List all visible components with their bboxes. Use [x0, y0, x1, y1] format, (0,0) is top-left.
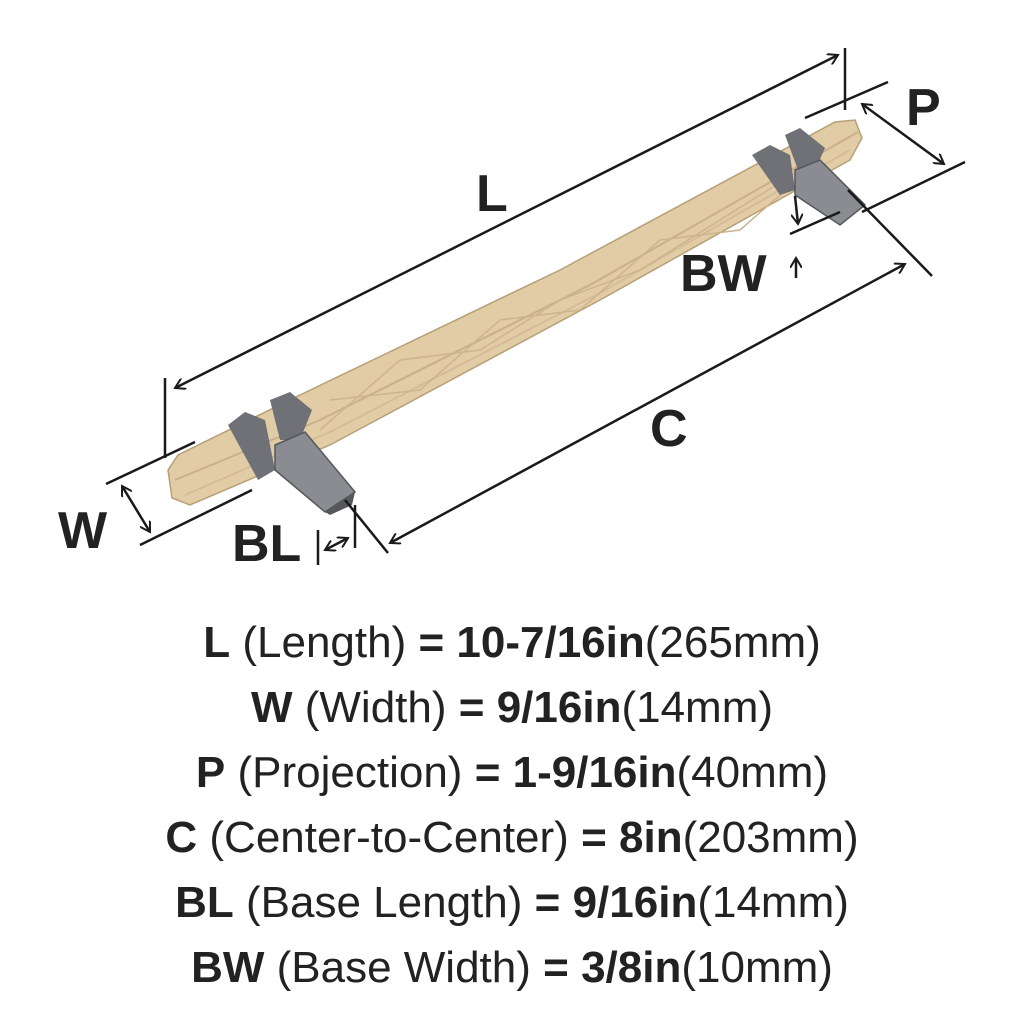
spec-length: L (Length) = 10-7/16in(265mm)	[203, 618, 821, 667]
handle-diagram	[105, 48, 966, 565]
spec-base-width: BW (Base Width) = 3/8in(10mm)	[191, 943, 833, 992]
spec-base-length: BL (Base Length) = 9/16in(14mm)	[175, 878, 849, 927]
label-projection: P	[906, 79, 941, 137]
left-post	[228, 392, 357, 515]
dimension-lines	[105, 48, 966, 565]
label-base-width: BW	[680, 245, 767, 303]
label-center: C	[650, 400, 688, 458]
label-length: L	[476, 165, 508, 223]
handle-bar	[167, 119, 863, 506]
spec-width: W (Width) = 9/16in(14mm)	[250, 683, 774, 732]
spec-projection: P (Projection) = 1-9/16in(40mm)	[195, 748, 829, 797]
label-base-length: BL	[232, 515, 302, 573]
spec-center-to-center: C (Center-to-Center) = 8in(203mm)	[165, 813, 859, 862]
spec-list: L (Length) = 10-7/16in(265mm) W (Width) …	[0, 610, 1024, 1000]
label-width: W	[58, 502, 108, 560]
